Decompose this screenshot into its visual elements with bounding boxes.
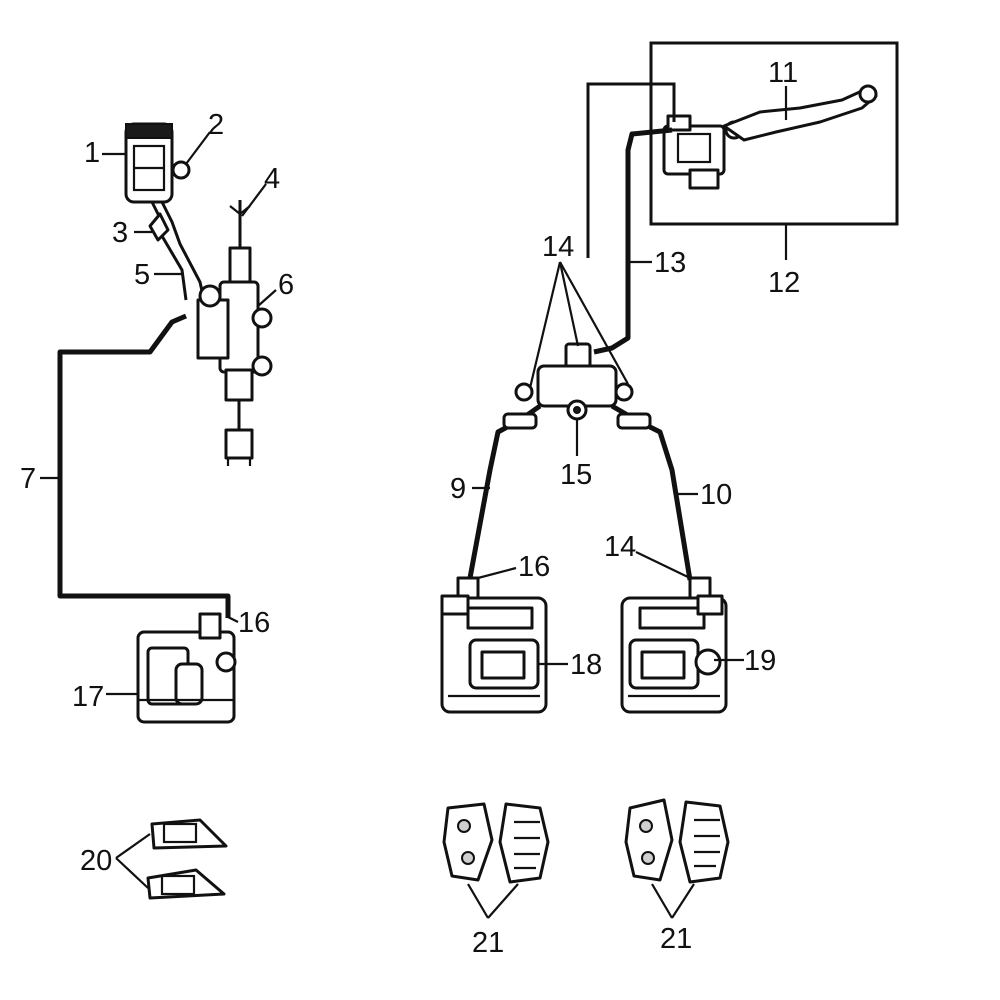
callout-10: 10: [700, 479, 732, 511]
right-front-brake-pads-part: [624, 798, 730, 884]
left-front-caliper-part: [440, 576, 548, 714]
callout-16-front: 16: [518, 551, 550, 583]
callout-12: 12: [768, 267, 800, 299]
callout-20: 20: [80, 845, 112, 877]
rear-master-cylinder-part: [196, 200, 273, 466]
left-hose-fitting: [502, 412, 538, 430]
right-hose-fitting: [616, 412, 652, 430]
rear-brake-hose-part: [57, 313, 231, 618]
hose-splitter-part: [514, 342, 634, 421]
callout-15: 15: [560, 459, 592, 491]
rear-brake-pads-part: [146, 818, 228, 900]
callout-2: 2: [208, 109, 224, 141]
callout-18: 18: [570, 649, 602, 681]
rear-reservoir-part: [124, 122, 191, 204]
right-front-caliper-part: [620, 576, 728, 714]
callout-21-right: 21: [660, 923, 692, 955]
upper-hose-bracket-line: [586, 82, 676, 258]
rear-caliper-part: [136, 612, 237, 724]
callout-17: 17: [72, 681, 104, 713]
callout-6: 6: [278, 269, 294, 301]
callout-19: 19: [744, 645, 776, 677]
callout-5: 5: [134, 259, 150, 291]
callout-7: 7: [20, 463, 36, 495]
callout-labels: 1 2 3 4 5 6 7 9 10 11 12 13 14 15 16 14 …: [20, 57, 800, 959]
brake-lever-part: [722, 84, 878, 142]
leader-lines: [40, 86, 788, 919]
callout-3: 3: [112, 217, 128, 249]
reservoir-hose-part: [148, 201, 206, 301]
callout-14-splitter: 14: [542, 231, 574, 263]
callout-9: 9: [450, 473, 466, 505]
callout-21-left: 21: [472, 927, 504, 959]
callout-14-caliper: 14: [604, 531, 636, 563]
callout-4: 4: [264, 163, 280, 195]
front-brake-hose-part: [593, 127, 673, 355]
callout-11: 11: [768, 57, 798, 89]
left-front-brake-pads-part: [442, 802, 550, 884]
callout-13: 13: [654, 247, 686, 279]
callout-1: 1: [84, 137, 100, 169]
callout-16-rear: 16: [238, 607, 270, 639]
